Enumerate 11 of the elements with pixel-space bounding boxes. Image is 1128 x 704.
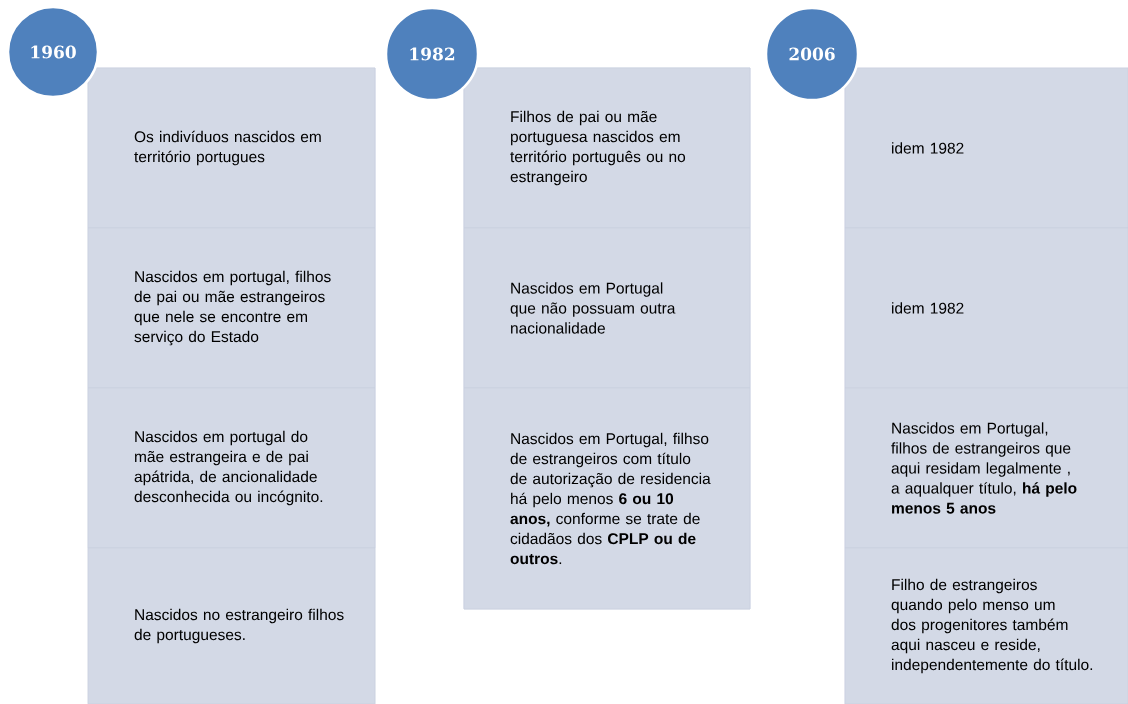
text-cell: Nascidos em Portugal, filhos de estrangeiros que aqui residam legalmente , a aqualquer título, há pelo menos 5 anos bbox=[844, 387, 1128, 549]
text-cell: Nascidos em Portugal que não possuam outra nacionalidade bbox=[463, 227, 751, 389]
text-cell: Nascidos em portugal, filhos de pai ou mãe estrangeiros que nele se encontre em serviço do Estado bbox=[87, 227, 376, 389]
text-cell: Os indivíduos nascidos em território portugues bbox=[87, 67, 376, 229]
text-cell: idem 1982 bbox=[844, 227, 1128, 389]
text-cell: Nascidos em Portugal, filhso de estrangeiros com título de autorização de residencia há pelo menos 6 ou 10 anos, conforme se trate de cidadãos dos CPLP ou de outros. bbox=[463, 387, 751, 610]
text-cell: idem 1982 bbox=[844, 67, 1128, 229]
text-cell: Nascidos no estrangeiro filhos de portugueses. bbox=[87, 547, 376, 704]
text-cell: Filho de estrangeiros quando pelo menso um dos progenitores também aqui nasceu e reside, independentemente do título. bbox=[844, 547, 1128, 704]
text-cell: Filhos de pai ou mãe portuguesa nascidos em território português ou no estrangeiro bbox=[463, 67, 751, 229]
text-cell: Nascidos em portugal do mãe estrangeira e de pai apátrida, de ancionalidade desconhecida ou incógnito. bbox=[87, 387, 376, 549]
